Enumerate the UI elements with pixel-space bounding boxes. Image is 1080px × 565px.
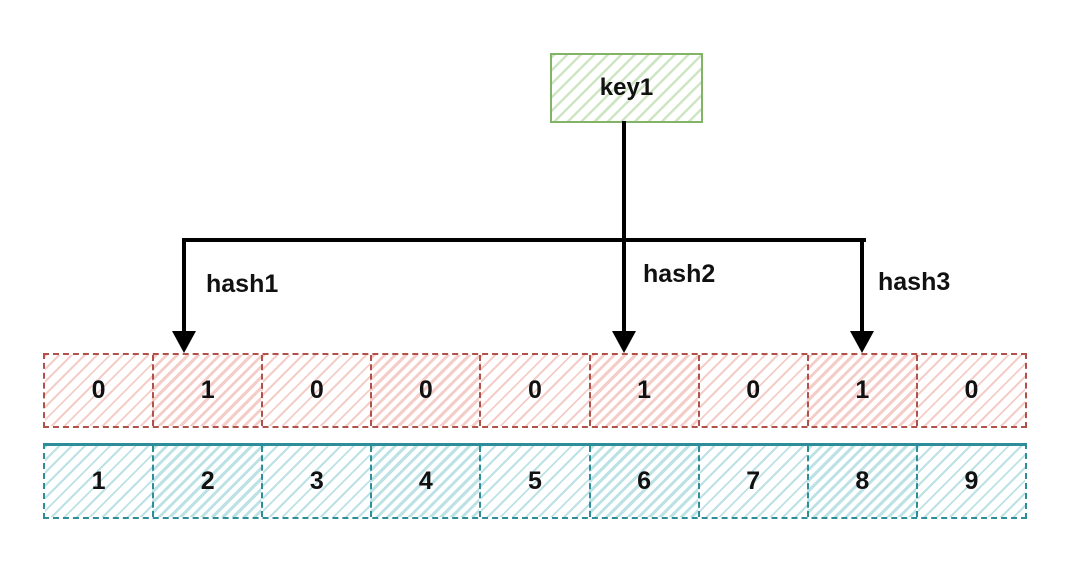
index-cell-9: 9	[915, 446, 1025, 517]
connector-key-vertical	[622, 121, 626, 334]
index-cell-7: 7	[697, 446, 807, 517]
hash1-label: hash1	[206, 270, 279, 298]
index-cell-2: 2	[152, 446, 262, 517]
bit-cell-5: 0	[479, 355, 589, 426]
arrowhead-hash2-icon	[612, 331, 636, 353]
index-cell-8: 8	[806, 446, 916, 517]
index-cell-3: 3	[261, 446, 371, 517]
index-row: 1 2 3 4 5 6 7 8 9	[43, 443, 1027, 519]
index-cell-5: 5	[479, 446, 589, 517]
arrowhead-hash3-icon	[850, 331, 874, 353]
hash3-label: hash3	[878, 268, 951, 296]
index-cell-1: 1	[45, 446, 153, 517]
index-cell-4: 4	[370, 446, 480, 517]
bit-cell-8: 1	[806, 355, 916, 426]
hash2-label: hash2	[643, 260, 716, 288]
bit-cell-4: 0	[370, 355, 480, 426]
connector-hash3-vertical	[860, 238, 864, 334]
bit-cell-7: 0	[697, 355, 807, 426]
bit-cell-3: 0	[261, 355, 371, 426]
bit-cell-1: 0	[45, 355, 153, 426]
key-box: key1	[550, 53, 703, 123]
bit-cell-2: 1	[152, 355, 262, 426]
arrowhead-hash1-icon	[172, 331, 196, 353]
bit-cell-9: 0	[915, 355, 1025, 426]
connector-hash1-vertical	[182, 238, 186, 334]
bit-cell-6: 1	[588, 355, 698, 426]
bit-array-row: 0 1 0 0 0 1 0 1 0	[43, 353, 1027, 428]
key-box-label: key1	[599, 74, 654, 101]
index-cell-6: 6	[588, 446, 698, 517]
connector-horizontal	[182, 238, 866, 242]
